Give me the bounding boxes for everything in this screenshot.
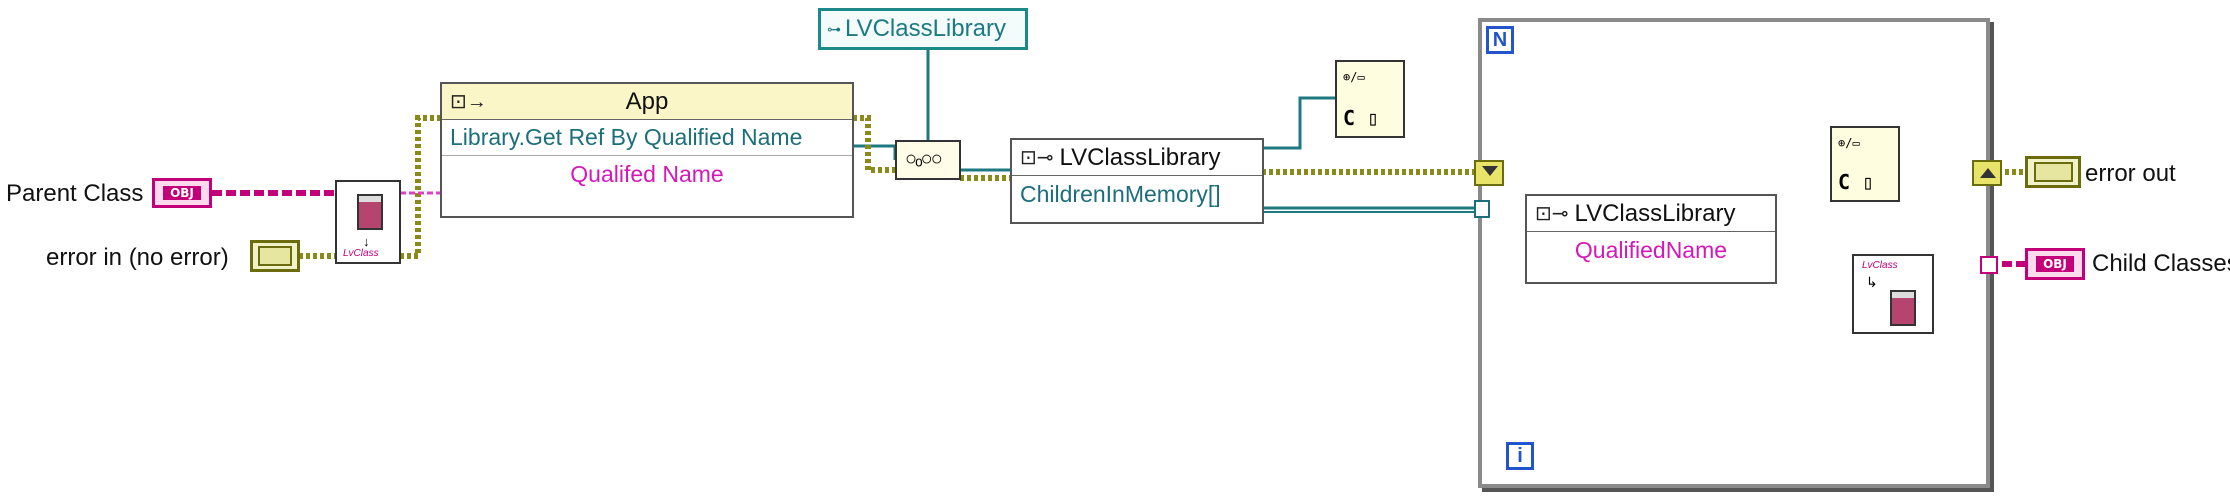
lvclasslibrary-property-node-inner[interactable]: ⊡⊸ LVClassLibrary QualifiedName xyxy=(1525,194,1777,284)
outer-node-title: LVClassLibrary xyxy=(1059,143,1221,171)
shift-register-left[interactable] xyxy=(1474,160,1504,186)
outer-node-header: ⊡⊸ LVClassLibrary xyxy=(1012,140,1262,176)
to-more-generic-class-subvi[interactable]: ↓ LvClass xyxy=(335,180,401,264)
error-wire-app-out xyxy=(853,115,895,173)
down-arrow-icon: ↓ xyxy=(363,234,370,249)
obj-glyph: OBJ xyxy=(163,185,201,201)
loop-count-terminal[interactable]: N xyxy=(1486,26,1514,54)
error-wire-to-app xyxy=(400,115,440,259)
to-more-specific-class-subvi-inner[interactable]: LvClass ↳ xyxy=(1852,254,1934,334)
ref-arrow-icon: ⊡→ xyxy=(450,91,487,113)
inner-node-header: ⊡⊸ LVClassLibrary xyxy=(1527,196,1775,232)
child-classes-indicator[interactable]: OBJ xyxy=(2025,248,2085,280)
parent-class-label: Parent Class xyxy=(6,180,144,207)
key-icon: ⊡⊸ xyxy=(1535,203,1569,225)
indexing-tunnel-out[interactable] xyxy=(1980,256,1998,274)
child-classes-label: Child Classes xyxy=(2092,250,2230,277)
error-cluster-icon xyxy=(257,246,293,266)
shift-register-right[interactable] xyxy=(1972,160,2002,186)
inner-node-property[interactable]: QualifiedName xyxy=(1574,236,1728,263)
error-out-indicator[interactable] xyxy=(2025,156,2081,188)
class-cube-icon xyxy=(1890,290,1916,326)
ref-wire-app xyxy=(853,144,897,160)
lvclass-text: LvClass xyxy=(1862,260,1898,271)
up-triangle-icon xyxy=(1980,168,1996,178)
indexing-tunnel-in[interactable] xyxy=(1474,200,1490,218)
close-reference-inner[interactable]: ⊕/▭ C ▯ xyxy=(1830,126,1900,202)
close-ref-icon: ⊕/▭ xyxy=(1838,136,1860,150)
class-cube-icon xyxy=(357,194,383,230)
down-arrow-icon: ↳ xyxy=(1866,274,1878,290)
obj-glyph: OBJ xyxy=(2036,256,2074,272)
ref-wire-close-outer xyxy=(1262,96,1335,150)
app-property-node[interactable]: ⊡→ App Library.Get Ref By Qualified Name… xyxy=(440,82,854,218)
lvclasslibrary-property-node-outer[interactable]: ⊡⊸ LVClassLibrary ChildrenInMemory[] xyxy=(1010,138,1264,224)
close-reference-outer[interactable]: ⊕/▭ C ▯ xyxy=(1335,60,1405,138)
app-node-method[interactable]: Library.Get Ref By Qualified Name xyxy=(442,120,852,156)
class-constant-label: LVClassLibrary xyxy=(845,15,1006,42)
app-node-title: App xyxy=(625,87,669,115)
app-node-input[interactable]: Qualifed Name xyxy=(570,160,724,187)
to-more-specific-class-subvi[interactable]: ○ₒ○○ xyxy=(895,140,961,180)
parent-class-control[interactable]: OBJ xyxy=(152,178,212,208)
close-ref-icon: ⊕/▭ xyxy=(1343,70,1365,84)
error-cluster-icon xyxy=(2033,162,2073,182)
class-hierarchy-icon: ⊶ xyxy=(827,20,841,37)
error-out-label: error out xyxy=(2085,160,2176,187)
close-c-icon: C ▯ xyxy=(1343,106,1380,130)
key-icon: ⊡⊸ xyxy=(1020,147,1054,169)
error-in-control[interactable] xyxy=(250,240,300,272)
inner-node-title: LVClassLibrary xyxy=(1574,199,1736,227)
lvclass-text: LvClass xyxy=(343,248,379,259)
hierarchy-icon: ○ₒ○○ xyxy=(905,148,943,170)
app-node-header: ⊡→ App xyxy=(442,84,852,120)
outer-node-property[interactable]: ChildrenInMemory[] xyxy=(1020,180,1221,207)
loop-iteration-terminal: i xyxy=(1506,442,1534,470)
error-in-label: error in (no error) xyxy=(46,244,229,271)
down-triangle-icon xyxy=(1482,166,1498,176)
close-c-icon: C ▯ xyxy=(1838,170,1875,194)
lvclasslibrary-class-constant[interactable]: ⊶ LVClassLibrary xyxy=(818,8,1028,50)
